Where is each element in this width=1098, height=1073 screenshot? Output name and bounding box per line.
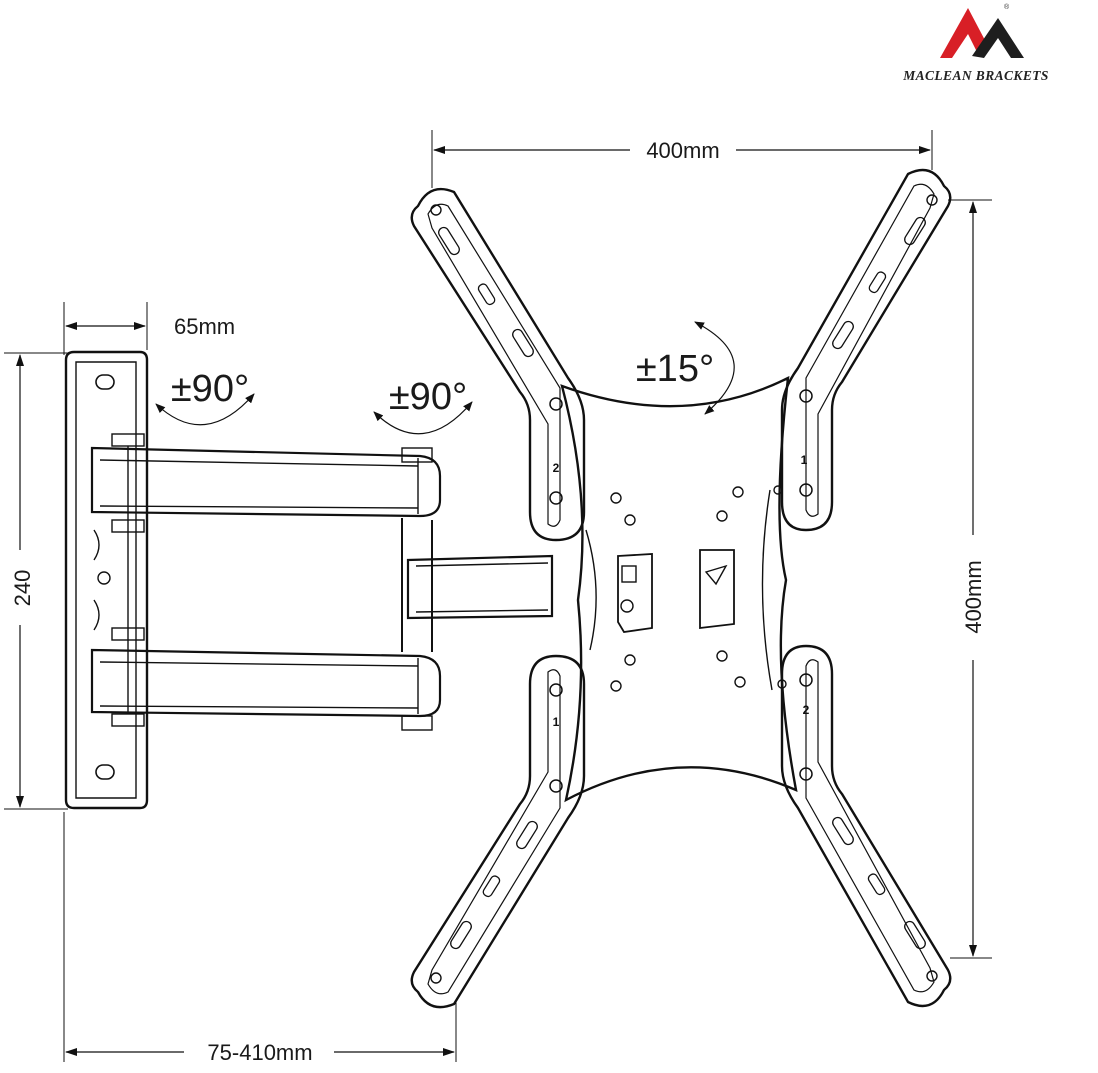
dimension-right-height: 400mm: [948, 199, 992, 959]
center-arm: [401, 518, 554, 652]
dimension-wall-plate-depth: 65mm: [63, 302, 235, 355]
wall-plate-slot-bottom: [95, 764, 115, 780]
lock-mechanism-left: [617, 553, 653, 633]
bracket-upper-right: 1: [780, 168, 952, 532]
dimension-extension: 75-410mm: [63, 812, 457, 1065]
brand-name: MACLEAN BRACKETS: [902, 68, 1049, 83]
logo-mark-red: [940, 8, 988, 58]
bracket-upper-left: 2: [410, 187, 586, 542]
wall-plate-hole: [97, 571, 111, 585]
bracket-lower-right: 2: [780, 644, 952, 1008]
dimension-top-width-label: 400mm: [646, 138, 719, 163]
lower-arm: [90, 648, 442, 731]
wall-plate: [64, 350, 149, 810]
rotation-arm-swivel: ±90°: [373, 376, 473, 435]
brand-logo: ® MACLEAN BRACKETS: [902, 3, 1049, 83]
dimension-left-height-label: 240: [10, 570, 35, 607]
rotation-tilt: ±15°: [636, 321, 735, 415]
rotation-wall-swivel: ±90°: [155, 368, 255, 426]
dimension-top-width: 400mm: [431, 130, 933, 188]
wall-hinge: [111, 433, 145, 727]
bracket-lower-left-number: 1: [553, 715, 560, 729]
logo-mark-dark: [972, 18, 1024, 58]
bracket-upper-left-number: 2: [553, 461, 560, 475]
bracket-upper-right-number: 1: [801, 453, 808, 467]
svg-text:®: ®: [1004, 3, 1010, 11]
rotation-tilt-label: ±15°: [636, 348, 714, 390]
center-plate-holes: [610, 485, 787, 692]
bracket-lower-left: 1: [410, 654, 586, 1009]
dimension-right-height-label: 400mm: [961, 560, 986, 633]
rotation-wall-swivel-label: ±90°: [171, 368, 249, 410]
dimension-left-height: 240: [4, 352, 68, 810]
tv-center-plate: [560, 375, 798, 803]
wall-plate-slot-top: [95, 374, 115, 390]
rotation-arm-swivel-label: ±90°: [389, 376, 467, 418]
upper-arm: [90, 446, 442, 518]
lock-mechanism-right: [699, 549, 735, 630]
dimension-extension-label: 75-410mm: [207, 1040, 312, 1065]
bracket-lower-right-number: 2: [803, 703, 810, 717]
dimension-wall-plate-depth-label: 65mm: [174, 314, 235, 339]
